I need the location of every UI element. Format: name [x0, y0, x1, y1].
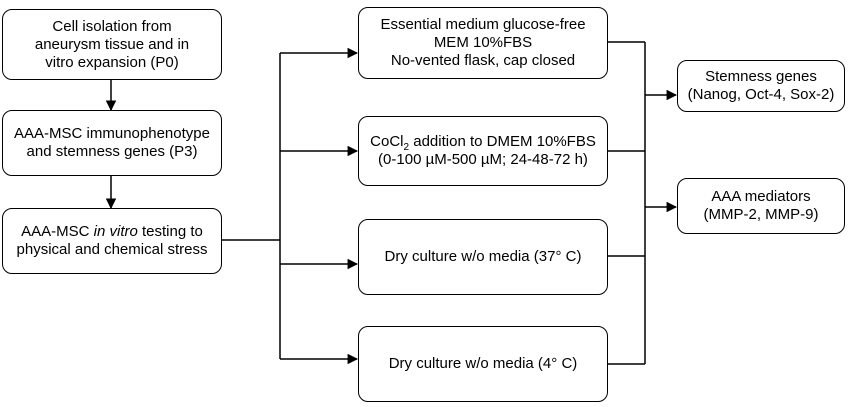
cocl2-box: CoCl2 addition to DMEM 10%FBS (0-100 µM-…	[358, 116, 608, 186]
aaa-mediators-box: AAA mediators (MMP-2, MMP-9)	[677, 178, 845, 234]
cell-isolation-line3: vitro expansion (P0)	[45, 53, 179, 71]
in-vitro-testing-line1-post: testing to	[137, 223, 203, 240]
in-vitro-testing-line1: AAA-MSC in vitro testing to	[21, 223, 203, 241]
cocl2-line1-pre: CoCl	[370, 133, 404, 150]
immunophenotype-line1: AAA-MSC immunophenotype	[14, 125, 210, 142]
in-vitro-testing-line1-pre: AAA-MSC	[21, 223, 94, 240]
essential-medium-line3: No-vented flask, cap closed	[390, 52, 576, 69]
dry-culture-4-box: Dry culture w/o media (4° C)	[358, 326, 608, 402]
stemness-genes-line2: (Nanog, Oct-4, Sox-2)	[687, 86, 835, 103]
in-vitro-testing-line1-italic: in vitro	[93, 223, 138, 240]
in-vitro-testing-box: AAA-MSC in vitro testing to physical and…	[2, 208, 222, 274]
immunophenotype-line2: and stemness genes (P3)	[26, 143, 198, 160]
dry-culture-4-label: Dry culture w/o media (4° C)	[388, 355, 578, 372]
aaa-mediators-line1: AAA mediators	[711, 188, 811, 205]
essential-medium-box: Essential medium glucose-free MEM 10%FBS…	[358, 7, 608, 79]
cocl2-line1-subscript: 2	[403, 142, 410, 153]
immunophenotype-box: AAA-MSC immunophenotype and stemness gen…	[2, 110, 222, 176]
essential-medium-line2: MEM 10%FBS	[433, 34, 533, 51]
dry-culture-37-box: Dry culture w/o media (37° C)	[358, 219, 608, 295]
cocl2-line1: CoCl2 addition to DMEM 10%FBS	[370, 133, 596, 153]
dry-culture-37-label: Dry culture w/o media (37° C)	[384, 248, 582, 265]
essential-medium-line1: Essential medium glucose-free	[380, 16, 586, 33]
cell-isolation-line1: Cell isolation from	[52, 17, 172, 35]
cell-isolation-box: Cell isolation from aneurysm tissue and …	[2, 9, 222, 80]
stemness-genes-line1: Stemness genes	[705, 68, 817, 85]
cell-isolation-line2: aneurysm tissue and in	[34, 35, 190, 53]
stemness-genes-box: Stemness genes (Nanog, Oct-4, Sox-2)	[677, 60, 845, 112]
cocl2-line2: (0-100 µM-500 µM; 24-48-72 h)	[378, 151, 588, 168]
aaa-mediators-line2: (MMP-2, MMP-9)	[703, 206, 819, 223]
in-vitro-testing-line2: physical and chemical stress	[16, 241, 208, 258]
cocl2-line1-post: addition to DMEM 10%FBS	[409, 133, 596, 150]
